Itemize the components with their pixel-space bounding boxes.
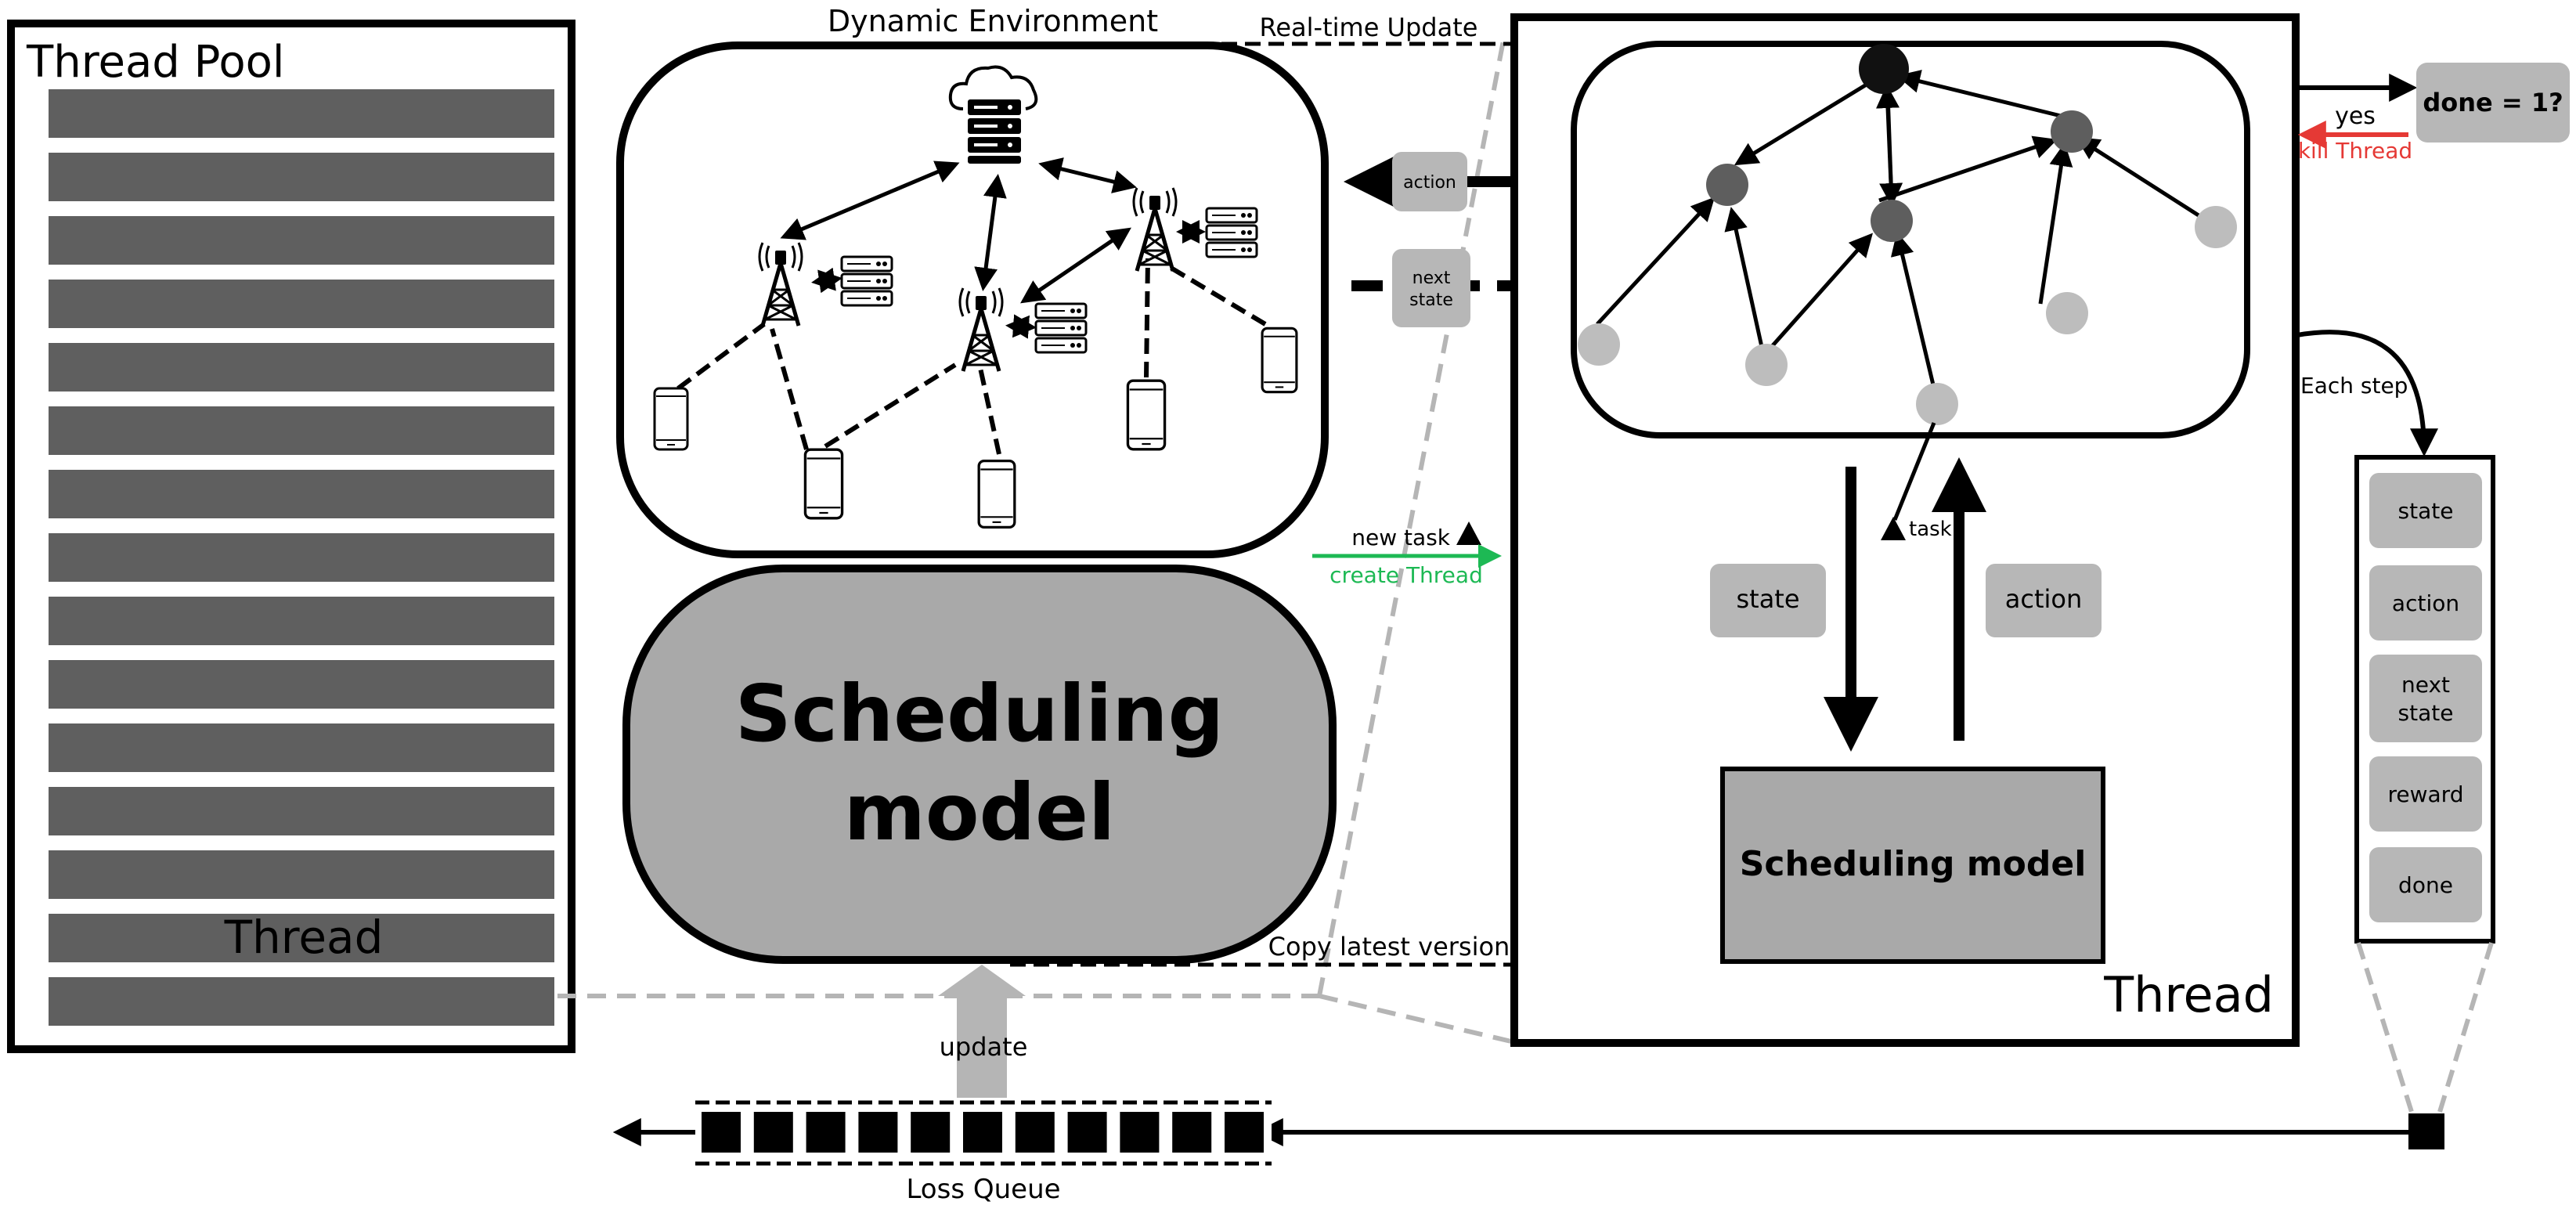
loss-queue-slot [702,1112,741,1153]
copy-latest-version-label: Copy latest version [1268,932,1510,962]
smartphone-icon [803,448,844,520]
transition-item-box [2369,473,2482,548]
thread-panel-title: Thread [2103,966,2274,1023]
loss-queue-slot [753,1112,793,1153]
loss-queue-slot [1225,1112,1264,1153]
thread-bar [49,280,554,328]
transition-item-label: action [2392,590,2459,616]
task-graph-nodes [1578,44,2237,425]
done-check-box [2416,63,2570,143]
thread-bar [49,153,554,201]
thread-bar [49,406,554,455]
thread-bar [49,470,554,518]
loss-queue-label: Loss Queue [906,1174,1060,1205]
action-label-box [1392,152,1467,211]
thread-bar [49,850,554,899]
thread-bar [49,914,554,962]
loss-queue-slot [858,1112,898,1153]
thread-projection-lines [557,40,1512,1044]
new-task-label: new task [1351,525,1450,550]
loss-queue-slot [1015,1112,1055,1153]
thread-scheduling-model-label: Scheduling model [1740,844,2087,884]
loss-queue-slot [911,1112,951,1153]
thread-bar [49,977,554,1026]
thread-scheduling-model [1720,767,2105,964]
done-yes-label: yes [2335,103,2376,130]
kill-thread-label: kill Thread [2298,138,2412,164]
task-graph-edges [1596,70,2211,395]
scheduling-model-line1: Scheduling [735,668,1224,760]
create-thread-label: create Thread [1329,562,1483,588]
next-state-label-line2: state [1409,290,1453,310]
edge-server-icon [1034,302,1088,354]
transition-projection-lines [2356,942,2494,1113]
transition-item-box [2369,565,2482,640]
update-arrow [938,965,1026,1098]
transition-item-label: state [2398,498,2454,524]
smartphone-icon [977,459,1016,529]
loss-queue-slot [1172,1112,1212,1153]
loss-queue-slot [1067,1112,1107,1153]
thread-state-label: state [1736,584,1799,614]
smartphone-icon [1261,327,1298,394]
transition-item-box [2369,655,2482,742]
next-state-label-box [1392,249,1470,327]
each-step-arrow [2296,330,2438,457]
thread-bar [49,723,554,772]
thread-bar [49,660,554,709]
new-task-triangle-icon [1456,521,1481,545]
loss-queue-slot [806,1112,846,1153]
loss-queue-slot [1120,1112,1160,1153]
transition-item-label: next [2401,672,2450,698]
thread-bar [49,533,554,582]
transition-item-label: reward [2388,781,2464,807]
network-links [676,157,1267,455]
task-input-line [1892,422,1936,521]
update-label: update [940,1032,1028,1062]
thread-bar [49,89,554,138]
environment-title: Dynamic Environment [828,4,1158,38]
edge-server-icon [1205,207,1258,258]
done-check-label: done = 1? [2423,88,2563,117]
thread-bar [49,343,554,392]
thread-action-label: action [2005,584,2083,614]
transition-sample [2408,1113,2444,1149]
thread-action-box [1986,564,2102,637]
thread-state-box [1710,564,1826,637]
next-state-label-line1: next [1412,269,1451,288]
transition-item-label: done [2398,872,2453,898]
task-label: task [1909,518,1952,541]
each-step-label: Each step [2300,373,2408,399]
thread-bar [49,787,554,835]
smartphone-icon [1126,379,1167,451]
transition-item-box [2369,756,2482,832]
transition-item-label: state [2398,700,2454,726]
real-time-update-label: Real-time Update [1260,13,1478,42]
scheduling-model-main [622,565,1337,964]
loss-queue-slot-list [702,1112,1264,1153]
loss-queue-slot [963,1112,1002,1153]
thread-bar-list [49,89,554,1026]
thread-pool-title: Thread Pool [26,37,284,88]
edge-server-icon [840,255,893,307]
action-label: action [1403,173,1456,193]
thread-bar [49,216,554,265]
smartphone-icon [653,387,689,451]
thread-bar-label: Thread [224,911,384,964]
transition-item-box [2369,847,2482,922]
thread-bar [49,597,554,645]
task-triangle-icon [1881,517,1906,540]
scheduling-model-line2: model [844,767,1116,858]
